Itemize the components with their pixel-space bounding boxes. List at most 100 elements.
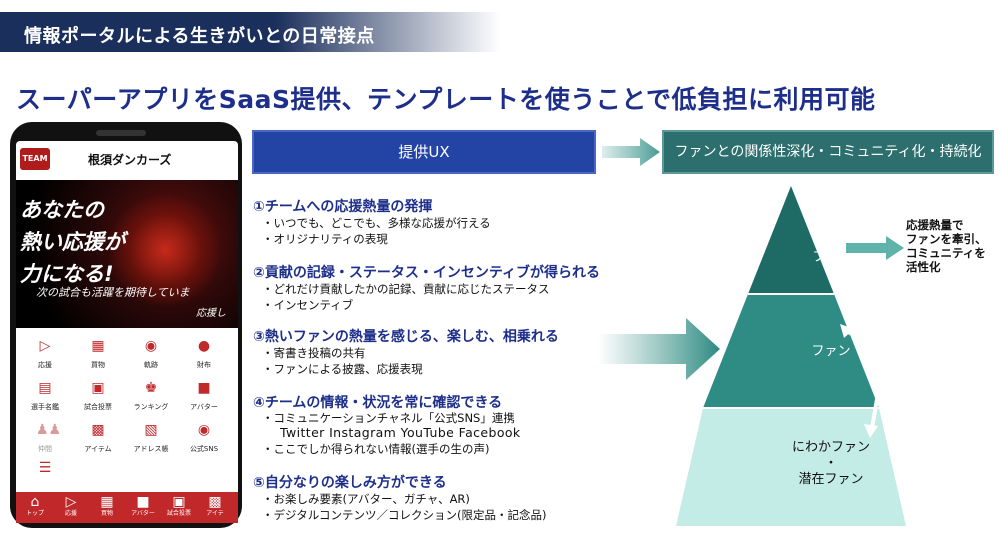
pyramid-casual-label: にわかファン ・ 潜在ファン	[776, 440, 886, 488]
hero-flame	[110, 190, 220, 310]
tile-label: ランキング	[133, 403, 169, 411]
tab-top[interactable]: ⌂ トップ	[17, 494, 53, 518]
tile-label: アバター	[190, 403, 218, 411]
casual-label-line-1: にわかファン	[791, 440, 870, 455]
headline: スーパーアプリをSaaS提供、テンプレートを使うことで低負担に利用可能	[16, 85, 876, 114]
fan-relationship-box: ファンとの関係性深化・コミュニティ化・持続化	[662, 130, 994, 174]
tile-avatar[interactable]: ■ アバター	[179, 380, 229, 420]
note-line-2: ファンを牽引、	[906, 232, 987, 246]
core-label-line-2: ファン	[812, 250, 852, 265]
tile-menu[interactable]: ☰	[20, 460, 70, 500]
tile-label: 買物	[91, 361, 105, 369]
app-name: 根須ダンカーズ	[88, 153, 172, 167]
hero-line-3: 力になる!	[20, 262, 114, 286]
tile-friends[interactable]: ♟♟ 仲間	[20, 422, 70, 462]
hero-subtext: 次の試合も活躍を期待していま	[36, 286, 190, 299]
megaphone-icon: ▷	[39, 338, 51, 354]
pyramid-core-layer	[748, 186, 834, 294]
item-4-line-3: ・ここでしか得られない情報(選手の生の声)	[262, 442, 490, 456]
hero-line-1: あなたの	[20, 198, 104, 222]
tab-vote[interactable]: ▣ 試合投票	[161, 494, 197, 518]
tile-label: 試合投票	[84, 403, 112, 411]
core-label-line-1: コア	[818, 234, 845, 249]
chat-icon: ◉	[197, 422, 211, 438]
tab-shop[interactable]: ▦ 買物	[89, 494, 125, 518]
tile-cheer[interactable]: ▷ 応援	[20, 338, 70, 378]
pyramid-fan-label: ファン	[811, 344, 851, 359]
tab-label: 買物	[100, 510, 113, 517]
item-5-line-1: ・お楽しみ要素(アバター、ガチャ、AR)	[262, 492, 470, 506]
tile-shop[interactable]: ▦ 買物	[73, 338, 123, 378]
item-3-title: ③熱いファンの熱量を感じる、楽しむ、相乗れる	[253, 329, 559, 345]
tile-wallet[interactable]: ● 財布	[179, 338, 229, 378]
hero-subtext-2: 応援し	[196, 308, 226, 319]
tile-label: 仲間	[38, 445, 52, 453]
home-icon: ⌂	[30, 494, 40, 510]
casual-label-line-2: ・	[824, 456, 838, 471]
gift-icon: ▩	[91, 422, 105, 438]
item-1-title: ①チームへの応援熱量の発揮	[253, 199, 433, 215]
tile-players[interactable]: ▤ 選手名鑑	[20, 380, 70, 420]
tile-official-sns[interactable]: ◉ 公式SNS	[179, 422, 229, 462]
gift-icon: ▩	[208, 494, 222, 510]
avatar-icon: ■	[136, 494, 150, 510]
tile-vote[interactable]: ▣ 試合投票	[73, 380, 123, 420]
pyramid-fan-layer	[703, 294, 879, 408]
item-4-sns-list: Twitter Instagram YouTube Facebook	[280, 425, 521, 440]
crown-icon: ♚	[144, 380, 158, 396]
address-book-icon: ▧	[144, 422, 158, 438]
tab-label: トップ	[25, 510, 44, 517]
item-5-title: ⑤自分なりの楽しみ方ができる	[253, 475, 447, 491]
item-3-line-2: ・ファンによる披露、応援表現	[262, 362, 423, 376]
pyramid-side-note: 応援熱量で ファンを牽引、 コミュニティを 活性化	[906, 218, 987, 274]
shop-icon: ▦	[91, 338, 105, 354]
item-1-line-2: ・オリジナリティの表現	[262, 232, 388, 246]
menu-icon: ☰	[38, 460, 52, 476]
item-2-line-1: ・どれだけ貢献したかの記録、貢献に応じたステータス	[262, 282, 550, 296]
avatar-icon: ■	[197, 380, 211, 396]
casual-label-line-3: 潜在ファン	[798, 472, 864, 487]
tab-label: アイテ	[206, 510, 224, 517]
fan-pyramid	[676, 186, 906, 526]
tab-cheer[interactable]: ▷ 応援	[53, 494, 89, 518]
hero-line-2: 熱い応援が	[20, 230, 125, 254]
big-right-arrow-icon	[598, 318, 720, 380]
banner-title: 情報ポータルによる生きがいとの日常接点	[24, 26, 375, 47]
phone-notch	[96, 130, 146, 136]
note-line-3: コミュニティを	[906, 246, 986, 260]
tile-label: 財布	[197, 361, 211, 369]
pyramid-casual-layer	[676, 408, 906, 526]
megaphone-icon: ▷	[65, 494, 77, 510]
item-1-line-1: ・いつでも、どこでも、多様な応援が行える	[262, 216, 491, 230]
note-line-1: 応援熱量で	[906, 218, 964, 232]
core-right-arrow-icon	[846, 236, 904, 260]
team-logo: TEAM	[20, 148, 50, 170]
tile-label: 軌跡	[144, 361, 158, 369]
tile-ranking[interactable]: ♚ ランキング	[126, 380, 176, 420]
tab-avatar[interactable]: ■ アバター	[125, 494, 161, 518]
ballot-icon: ▣	[91, 380, 105, 396]
shop-icon: ▦	[100, 494, 114, 510]
provided-ux-box: 提供UX	[252, 130, 596, 174]
tile-label: アイテム	[84, 445, 112, 453]
tile-history[interactable]: ◉ 軌跡	[126, 338, 176, 378]
tile-label: 選手名鑑	[31, 403, 59, 411]
item-2-line-2: ・インセンティブ	[262, 298, 354, 312]
note-line-4: 活性化	[906, 260, 941, 274]
item-4-line-1: ・コミュニケーションチャネル「公式SNS」連携	[262, 411, 515, 425]
tab-label: アバター	[131, 510, 155, 517]
tab-items[interactable]: ▩ アイテ	[197, 494, 233, 518]
right-arrow-icon	[602, 138, 660, 166]
tile-items[interactable]: ▩ アイテム	[73, 422, 123, 462]
tab-label: 試合投票	[166, 510, 191, 517]
tile-label: 公式SNS	[189, 445, 219, 453]
tile-address-book[interactable]: ▧ アドレス帳	[126, 422, 176, 462]
footprints-icon: ◉	[144, 338, 158, 354]
tile-label: 応援	[38, 361, 52, 369]
item-4-title: ④チームの情報・状況を常に確認できる	[253, 395, 503, 411]
tile-label: アドレス帳	[133, 445, 169, 453]
item-3-line-1: ・寄書き投稿の共有	[262, 346, 366, 360]
ballot-icon: ▣	[172, 494, 186, 510]
item-5-line-2: ・デジタルコンテンツ／コレクション(限定品・記念品)	[262, 508, 547, 522]
item-2-title: ②貢献の記録・ステータス・インセンティブが得られる	[253, 265, 601, 281]
